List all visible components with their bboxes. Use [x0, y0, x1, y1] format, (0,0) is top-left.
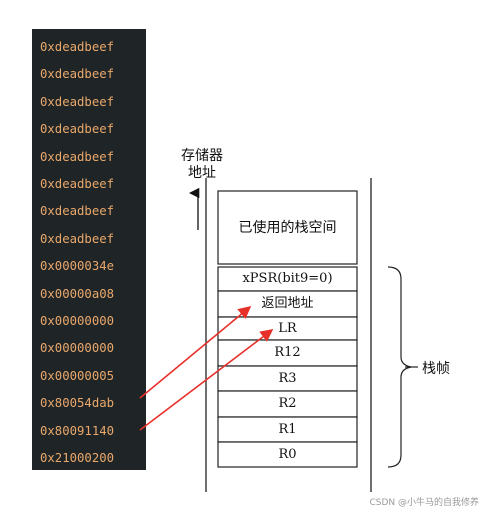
memory-dump-row: 0x00000000 — [40, 341, 115, 356]
memory-dump-row: 0xdeadbeef — [40, 94, 115, 109]
stack-cell-label: 已使用的栈空间 — [238, 219, 337, 236]
memory-dump-row: 0xdeadbeef — [40, 231, 115, 246]
stack-cell — [217, 190, 358, 265]
stack-cell-label: R0 — [278, 446, 297, 462]
memory-dump-panel: 0xdeadbeef 0xdeadbeef 0xdeadbeef 0xdeadbeef… — [32, 29, 146, 470]
arrow-lr — [139, 329, 274, 431]
memory-dump-row: 0xdeadbeef — [40, 177, 115, 191]
memory-dump-row: 0x21000200 — [40, 451, 115, 465]
stack-cell — [217, 365, 358, 392]
memory-dump-row: 0xdeadbeef — [40, 40, 115, 54]
memory-dump-row: 0x80091140 — [40, 423, 115, 438]
stack-cell-label: R3 — [278, 370, 297, 386]
watermark: CSDN @小牛马的自我修养 — [369, 498, 479, 508]
memory-dump-row: 0xdeadbeef — [40, 149, 115, 164]
memory-dump-row: 0xdeadbeef — [40, 204, 115, 219]
memory-dump-row: 0x80054dab — [40, 396, 115, 411]
axis-label-line-2: 地址 — [188, 165, 216, 181]
stack-cell-label: xPSR(bit9=0) — [242, 271, 333, 286]
stack-cell — [217, 390, 358, 418]
memory-dump-row: 0xdeadbeef — [40, 67, 115, 82]
axis-label-line-1: 存储器 — [181, 148, 223, 164]
memory-address-label: 存储器 地址 — [173, 148, 231, 182]
arrow-return-address — [139, 305, 252, 399]
memory-dump-row: 0x00000a08 — [40, 286, 115, 301]
memory-dump-row: 0x00000000 — [40, 314, 115, 328]
stack-cell — [217, 266, 358, 292]
memory-dump-row: 0xdeadbeef — [40, 122, 115, 137]
memory-dump-row: 0x00000005 — [40, 368, 115, 383]
memory-dump-row: 0x0000034e — [40, 259, 115, 274]
stack-cell-label: 返回地址 — [261, 296, 314, 311]
stack-cell — [217, 441, 358, 468]
stack-cell-label: R2 — [278, 396, 297, 411]
stack-cell — [217, 416, 358, 443]
stack-cells — [217, 190, 358, 468]
stack-frame-label: 栈帧 — [422, 361, 450, 377]
stack-cell-label: R1 — [278, 421, 297, 437]
stack-cell-label: LR — [278, 320, 297, 336]
stack-cell-label: R12 — [274, 345, 301, 360]
